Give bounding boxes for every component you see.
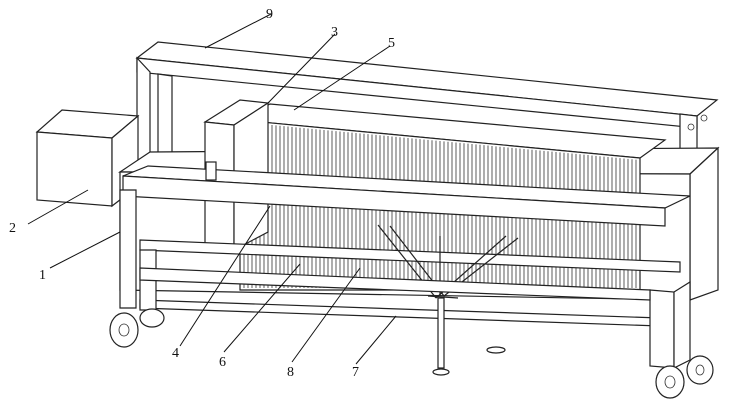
lower-rails [139,239,681,327]
label-2: 2 [9,221,16,236]
side-beam [122,161,691,227]
label-5: 5 [388,36,395,51]
label-7: 7 [352,365,359,380]
label-1: 1 [39,268,46,283]
overhead-frame [135,41,719,179]
label-9: 9 [266,7,273,22]
label-3: 3 [331,25,338,40]
callout-labels: 9 3 5 2 1 4 6 8 7 [9,7,395,380]
label-4: 4 [172,346,179,361]
caster-wheels [109,308,714,399]
label-6: 6 [219,355,226,370]
label-8: 8 [287,365,294,380]
legs-base [119,189,691,369]
leader-lines [27,13,397,365]
